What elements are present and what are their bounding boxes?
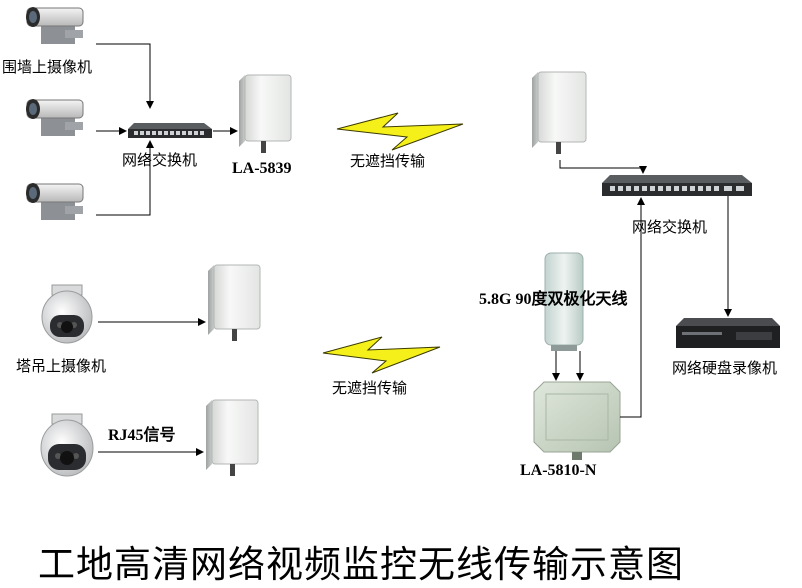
bullet-camera-icon: [26, 183, 84, 220]
network-switch-icon: [602, 175, 752, 196]
la5810-to-switch: [620, 197, 645, 418]
right-switch-label: 网络交换机: [632, 218, 708, 236]
diagram-title: 工地高清网络视频监控无线传输示意图: [38, 543, 684, 586]
crane-camera-label: 塔吊上摄像机: [16, 357, 107, 375]
lightning-bolt-icon: [322, 336, 441, 374]
la5839-label: LA-5839: [232, 160, 292, 177]
panel-antenna-icon: [206, 399, 259, 476]
wall-cam3-link: [96, 140, 154, 216]
top-link-label: 无遮挡传输: [350, 152, 426, 170]
bullet-camera-icon: [26, 7, 84, 44]
dome-camera-icon: [40, 413, 94, 477]
bottom-link-label: 无遮挡传输: [332, 379, 408, 397]
connection-lines: [96, 43, 732, 456]
dome-camera-icon: [41, 284, 93, 344]
lightning-bolt-icon: [336, 112, 464, 151]
panel-antenna-icon: [532, 71, 587, 154]
left-switch-label: 网络交换机: [122, 151, 198, 169]
wall-camera-label: 围墙上摄像机: [2, 58, 93, 76]
network-switch-icon: [128, 123, 212, 138]
panel-antenna-icon: [208, 264, 261, 341]
bullet-camera-icon: [26, 99, 84, 136]
nvr-recorder-icon: [676, 318, 780, 348]
panel-antenna-icon: [239, 74, 292, 153]
nvr-label: 网络硬盘录像机: [672, 359, 778, 377]
la5810-label: LA-5810-N: [520, 462, 597, 479]
bridge-unit-icon: [533, 381, 621, 460]
rj45-label: RJ45信号: [108, 427, 176, 444]
sector-antenna-icon: [544, 252, 584, 351]
sector-antenna-label: 5.8G 90度双极化天线: [479, 291, 628, 308]
antenna-to-right-switch: [559, 160, 647, 174]
wall-cam1-link: [96, 43, 154, 109]
